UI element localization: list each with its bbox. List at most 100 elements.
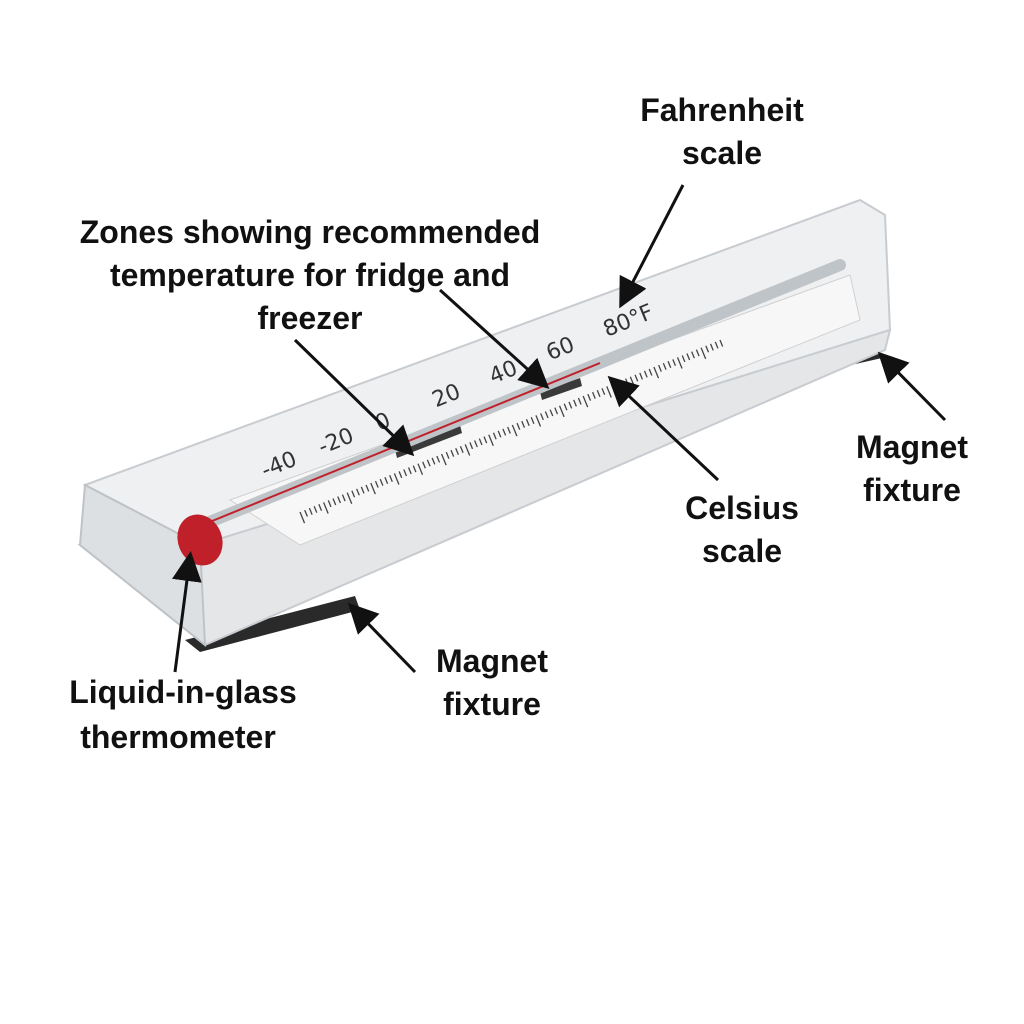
scale-tick [351, 490, 356, 498]
scale-tick [308, 507, 313, 515]
scale-tick [488, 434, 494, 447]
scale-tick [507, 426, 511, 434]
scale-tick [639, 372, 644, 380]
scale-tick [403, 469, 408, 477]
scale-tick [700, 347, 707, 360]
scale-tick [549, 409, 554, 417]
scale-tick [483, 436, 488, 444]
scale-tick [601, 388, 606, 396]
scale-tick [540, 413, 544, 421]
scale-tick [643, 370, 648, 378]
scale-tick [459, 446, 464, 454]
scale-tick [389, 475, 393, 483]
scale-tick [554, 407, 559, 415]
scale-tick [497, 430, 502, 438]
scale-tick [676, 357, 683, 369]
celsius-label: Celsius [685, 490, 799, 526]
scale-tick [422, 461, 426, 469]
scale-tick [591, 391, 596, 399]
scale-tick [525, 418, 530, 426]
scale-tick [412, 465, 417, 473]
scale-tick [393, 473, 400, 485]
scale-tick [417, 463, 424, 476]
scale-tick [492, 432, 497, 440]
zones-label: freezer [258, 300, 363, 336]
scale-tick [445, 451, 450, 459]
scale-tick [450, 449, 455, 457]
scale-tick [379, 478, 384, 486]
scale-tick [374, 480, 379, 488]
scale-tick [440, 453, 447, 466]
scale-tick [469, 442, 474, 450]
thermometer-label: thermometer [80, 719, 276, 755]
scale-tick [568, 401, 573, 409]
scale-tick [398, 471, 403, 479]
scale-tick [535, 415, 542, 427]
case-left-end [78, 483, 207, 648]
scale-tick [648, 368, 653, 376]
scale-tick [558, 405, 565, 418]
scale-tick [530, 417, 535, 425]
celsius-label: scale [702, 533, 782, 569]
scale-tick [577, 397, 582, 405]
magnet-bottom-arrow [347, 602, 417, 674]
scale-tick [596, 390, 601, 397]
scale-tick [327, 500, 332, 508]
scale-tick [658, 364, 662, 372]
annotations: Fahrenheit scale Zones showing recommend… [69, 92, 968, 755]
thermometer-label: Liquid-in-glass [69, 674, 297, 710]
scale-tick [313, 505, 318, 513]
scale-tick [563, 403, 568, 411]
scale-tick [322, 502, 329, 514]
scale-tick [705, 345, 710, 353]
zones-label: temperature for fridge and [110, 257, 510, 293]
scale-tick [478, 438, 483, 446]
scale-tick [582, 395, 589, 408]
scale-tick [341, 494, 346, 502]
scale-tick [516, 422, 521, 430]
scale-tick [672, 359, 677, 367]
scale-tick [365, 484, 370, 492]
scale-tick [356, 488, 360, 496]
scale-tick [360, 486, 365, 494]
scale-tick [370, 482, 376, 495]
scale-tick [521, 420, 526, 428]
scale-tick [714, 341, 719, 349]
magnet-bottom [185, 596, 360, 652]
scale-tick [695, 349, 700, 357]
scale-tick [431, 457, 436, 465]
scale-tick [436, 455, 441, 463]
scale-tick [691, 351, 695, 359]
fahrenheit-label: scale [682, 135, 762, 171]
freezer-zone-arrow [293, 338, 415, 457]
fridge-zone-arrow [438, 288, 550, 390]
magnet-right-label: Magnet [856, 429, 968, 465]
scale-tick [502, 428, 507, 436]
fridge-zone [540, 378, 582, 400]
celsius-arrow [607, 375, 720, 482]
scale-tick [719, 339, 724, 347]
zones-label: Zones showing recommended [80, 214, 541, 250]
scale-tick [426, 459, 431, 467]
scale-tick [346, 492, 353, 505]
scale-tick [318, 504, 323, 511]
fahrenheit-arrow [619, 184, 685, 309]
scale-tick [337, 496, 341, 504]
fahrenheit-label: Fahrenheit [640, 92, 804, 128]
magnet-bottom-label: Magnet [436, 643, 548, 679]
scale-tick [686, 353, 691, 361]
scale-tick [667, 361, 672, 368]
scale-tick [384, 476, 389, 484]
magnet-bottom-label: fixture [443, 686, 541, 722]
scale-tick [544, 411, 549, 419]
scale-tick [474, 440, 478, 448]
scale-tick [709, 343, 714, 351]
scale-tick [573, 399, 577, 407]
thermometer-arrow [172, 551, 202, 673]
scale-tick [681, 355, 686, 363]
scale-tick [455, 447, 459, 455]
scale-tick [304, 509, 308, 517]
magnet-right-arrow [877, 351, 947, 422]
